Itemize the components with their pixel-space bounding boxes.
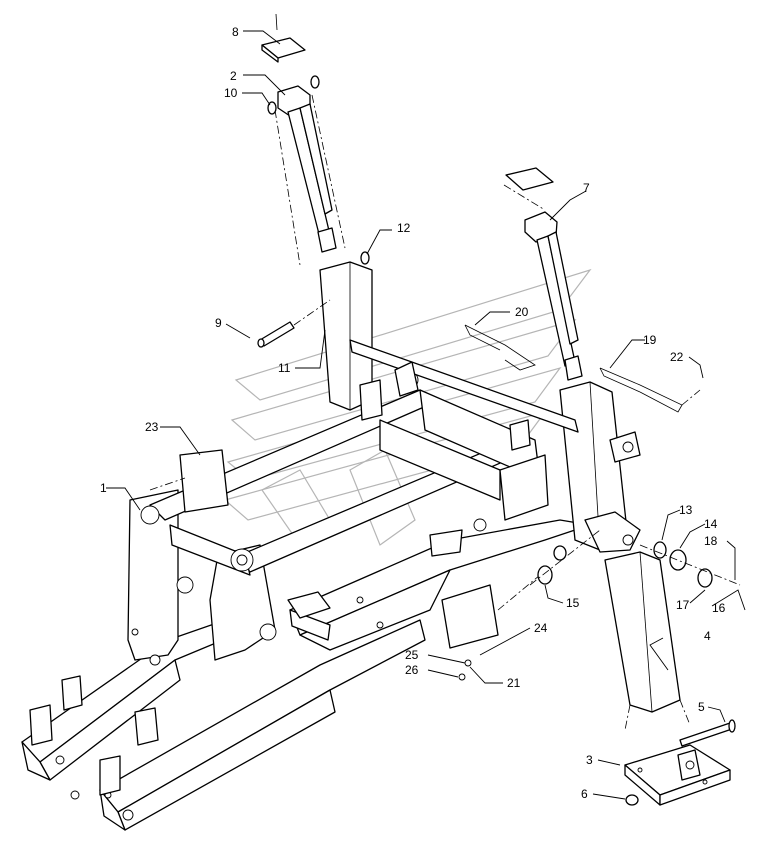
foot-pin — [679, 719, 736, 747]
callout-24: 24 — [534, 621, 548, 635]
left-cylinder — [274, 85, 346, 266]
callout-1: 1 — [100, 481, 107, 495]
callout-22: 22 — [670, 350, 684, 364]
callout-13: 13 — [679, 503, 693, 517]
callout-26: 26 — [405, 663, 419, 677]
callout-21: 21 — [507, 676, 521, 690]
callout-8: 8 — [232, 25, 239, 39]
fastener-25 — [464, 659, 472, 667]
callout-2: 2 — [230, 69, 237, 83]
side-plate-24 — [441, 584, 499, 649]
callout-25: 25 — [405, 648, 419, 662]
callout-10: 10 — [224, 86, 238, 100]
callout-19: 19 — [643, 333, 657, 347]
rear-uprights — [319, 261, 641, 553]
telescopic-leg — [604, 551, 691, 731]
callout-11: 11 — [278, 361, 291, 375]
foot-nut — [625, 794, 639, 806]
callout-labels: 8 2 10 12 7 9 11 20 19 22 23 1 13 14 18 … — [100, 25, 726, 801]
pin-hardware — [529, 529, 741, 588]
right-washer-12 — [360, 251, 370, 265]
callout-23: 23 — [145, 420, 159, 434]
callout-14: 14 — [704, 517, 718, 531]
callout-9: 9 — [215, 316, 222, 330]
foot-pad — [624, 744, 731, 806]
callout-4: 4 — [704, 629, 711, 643]
callout-17: 17 — [676, 598, 690, 612]
retaining-rod-20 — [464, 324, 536, 371]
side-plate-23 — [179, 449, 229, 513]
callout-6: 6 — [581, 787, 588, 801]
callout-18: 18 — [704, 534, 718, 548]
callout-20: 20 — [515, 305, 529, 319]
main-frame — [21, 371, 591, 831]
right-cylinder — [503, 184, 583, 381]
leader-lines — [106, 30, 746, 800]
callout-5: 5 — [698, 700, 705, 714]
pivot-pin — [257, 299, 331, 348]
callout-3: 3 — [586, 753, 593, 767]
callout-7: 7 — [583, 181, 590, 195]
fastener-26 — [458, 673, 466, 681]
callout-16: 16 — [712, 601, 726, 615]
callout-15: 15 — [566, 596, 580, 610]
right-cap-plate — [505, 167, 554, 191]
callout-12: 12 — [397, 221, 411, 235]
